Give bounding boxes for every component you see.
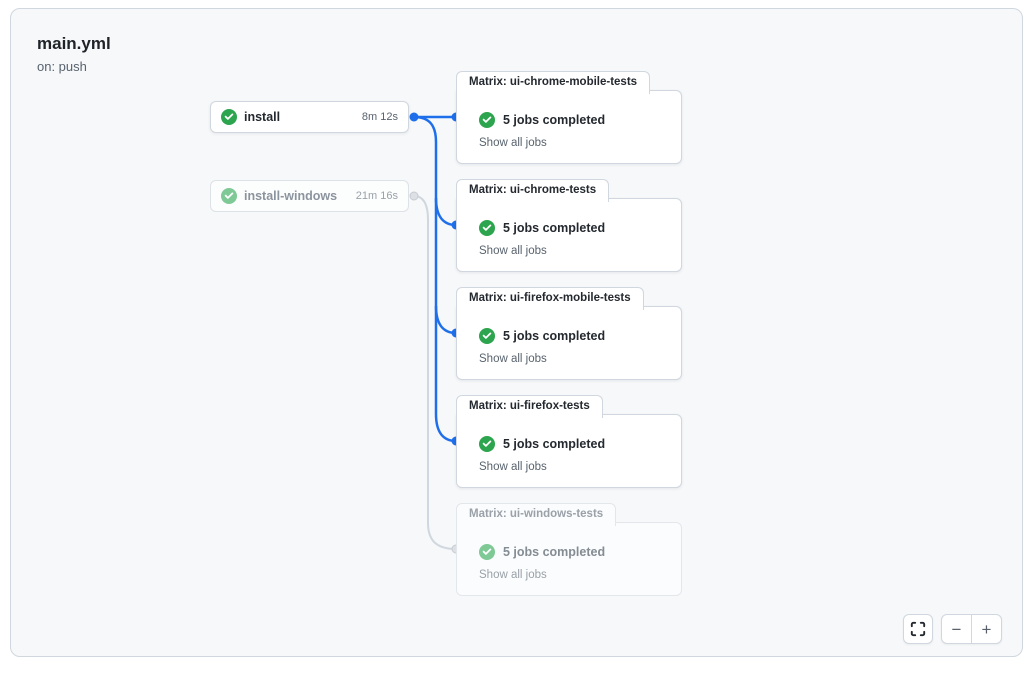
matrix-group-ui-firefox-mobile-tests[interactable]: Matrix: ui-firefox-mobile-tests 5 jobs c… [456,287,682,380]
workflow-title: main.yml [37,34,111,53]
matrix-group-tab: Matrix: ui-chrome-mobile-tests [456,71,651,94]
success-check-icon-muted [221,188,237,204]
job-node-install-windows[interactable]: install-windows 21m 16s [210,180,409,212]
matrix-summary: 5 jobs completed [503,329,606,343]
zoom-control-divider [971,615,972,643]
success-check-icon [479,328,495,344]
success-check-icon [221,109,237,125]
success-check-icon-muted [479,544,495,560]
zoom-out-button[interactable]: − [951,619,962,639]
matrix-group-tab: Matrix: ui-firefox-mobile-tests [456,287,644,310]
show-all-jobs-link[interactable]: Show all jobs [479,245,547,257]
matrix-summary: 5 jobs completed [503,437,606,451]
matrix-summary: 5 jobs completed [503,113,606,127]
success-check-icon [479,220,495,236]
show-all-jobs-link[interactable]: Show all jobs [479,353,547,365]
job-duration: 21m 16s [355,190,398,202]
matrix-group-card[interactable]: 5 jobs completed Show all jobs [456,522,682,596]
matrix-group-card[interactable]: 5 jobs completed Show all jobs [456,414,682,488]
matrix-summary: 5 jobs completed [503,221,606,235]
zoom-control-group: − + [941,614,1002,644]
fit-to-view-button[interactable] [903,614,933,644]
job-label: install [244,110,281,124]
fit-to-view-icon [910,621,926,637]
workflow-trigger: on: push [37,59,87,74]
success-check-icon [479,112,495,128]
workflow-graph-canvas[interactable]: main.yml on: push install 8m 12s install… [10,8,1023,657]
matrix-group-ui-windows-tests[interactable]: Matrix: ui-windows-tests 5 jobs complete… [456,503,682,596]
success-check-icon [479,436,495,452]
show-all-jobs-link[interactable]: Show all jobs [479,569,547,581]
matrix-group-ui-firefox-tests[interactable]: Matrix: ui-firefox-tests 5 jobs complete… [456,395,682,488]
matrix-group-card[interactable]: 5 jobs completed Show all jobs [456,306,682,380]
matrix-group-card[interactable]: 5 jobs completed Show all jobs [456,90,682,164]
matrix-group-card[interactable]: 5 jobs completed Show all jobs [456,198,682,272]
matrix-group-tab: Matrix: ui-chrome-tests [456,179,610,202]
matrix-group-ui-chrome-mobile-tests[interactable]: Matrix: ui-chrome-mobile-tests 5 jobs co… [456,71,682,164]
job-node-install[interactable]: install 8m 12s [210,101,409,133]
zoom-in-button[interactable]: + [981,619,992,639]
show-all-jobs-link[interactable]: Show all jobs [479,137,547,149]
matrix-summary: 5 jobs completed [503,545,606,559]
show-all-jobs-link[interactable]: Show all jobs [479,461,547,473]
job-duration: 8m 12s [361,111,398,123]
matrix-group-tab: Matrix: ui-firefox-tests [456,395,603,418]
job-label: install-windows [244,189,338,203]
matrix-group-tab: Matrix: ui-windows-tests [456,503,617,526]
matrix-group-ui-chrome-tests[interactable]: Matrix: ui-chrome-tests 5 jobs completed… [456,179,682,272]
